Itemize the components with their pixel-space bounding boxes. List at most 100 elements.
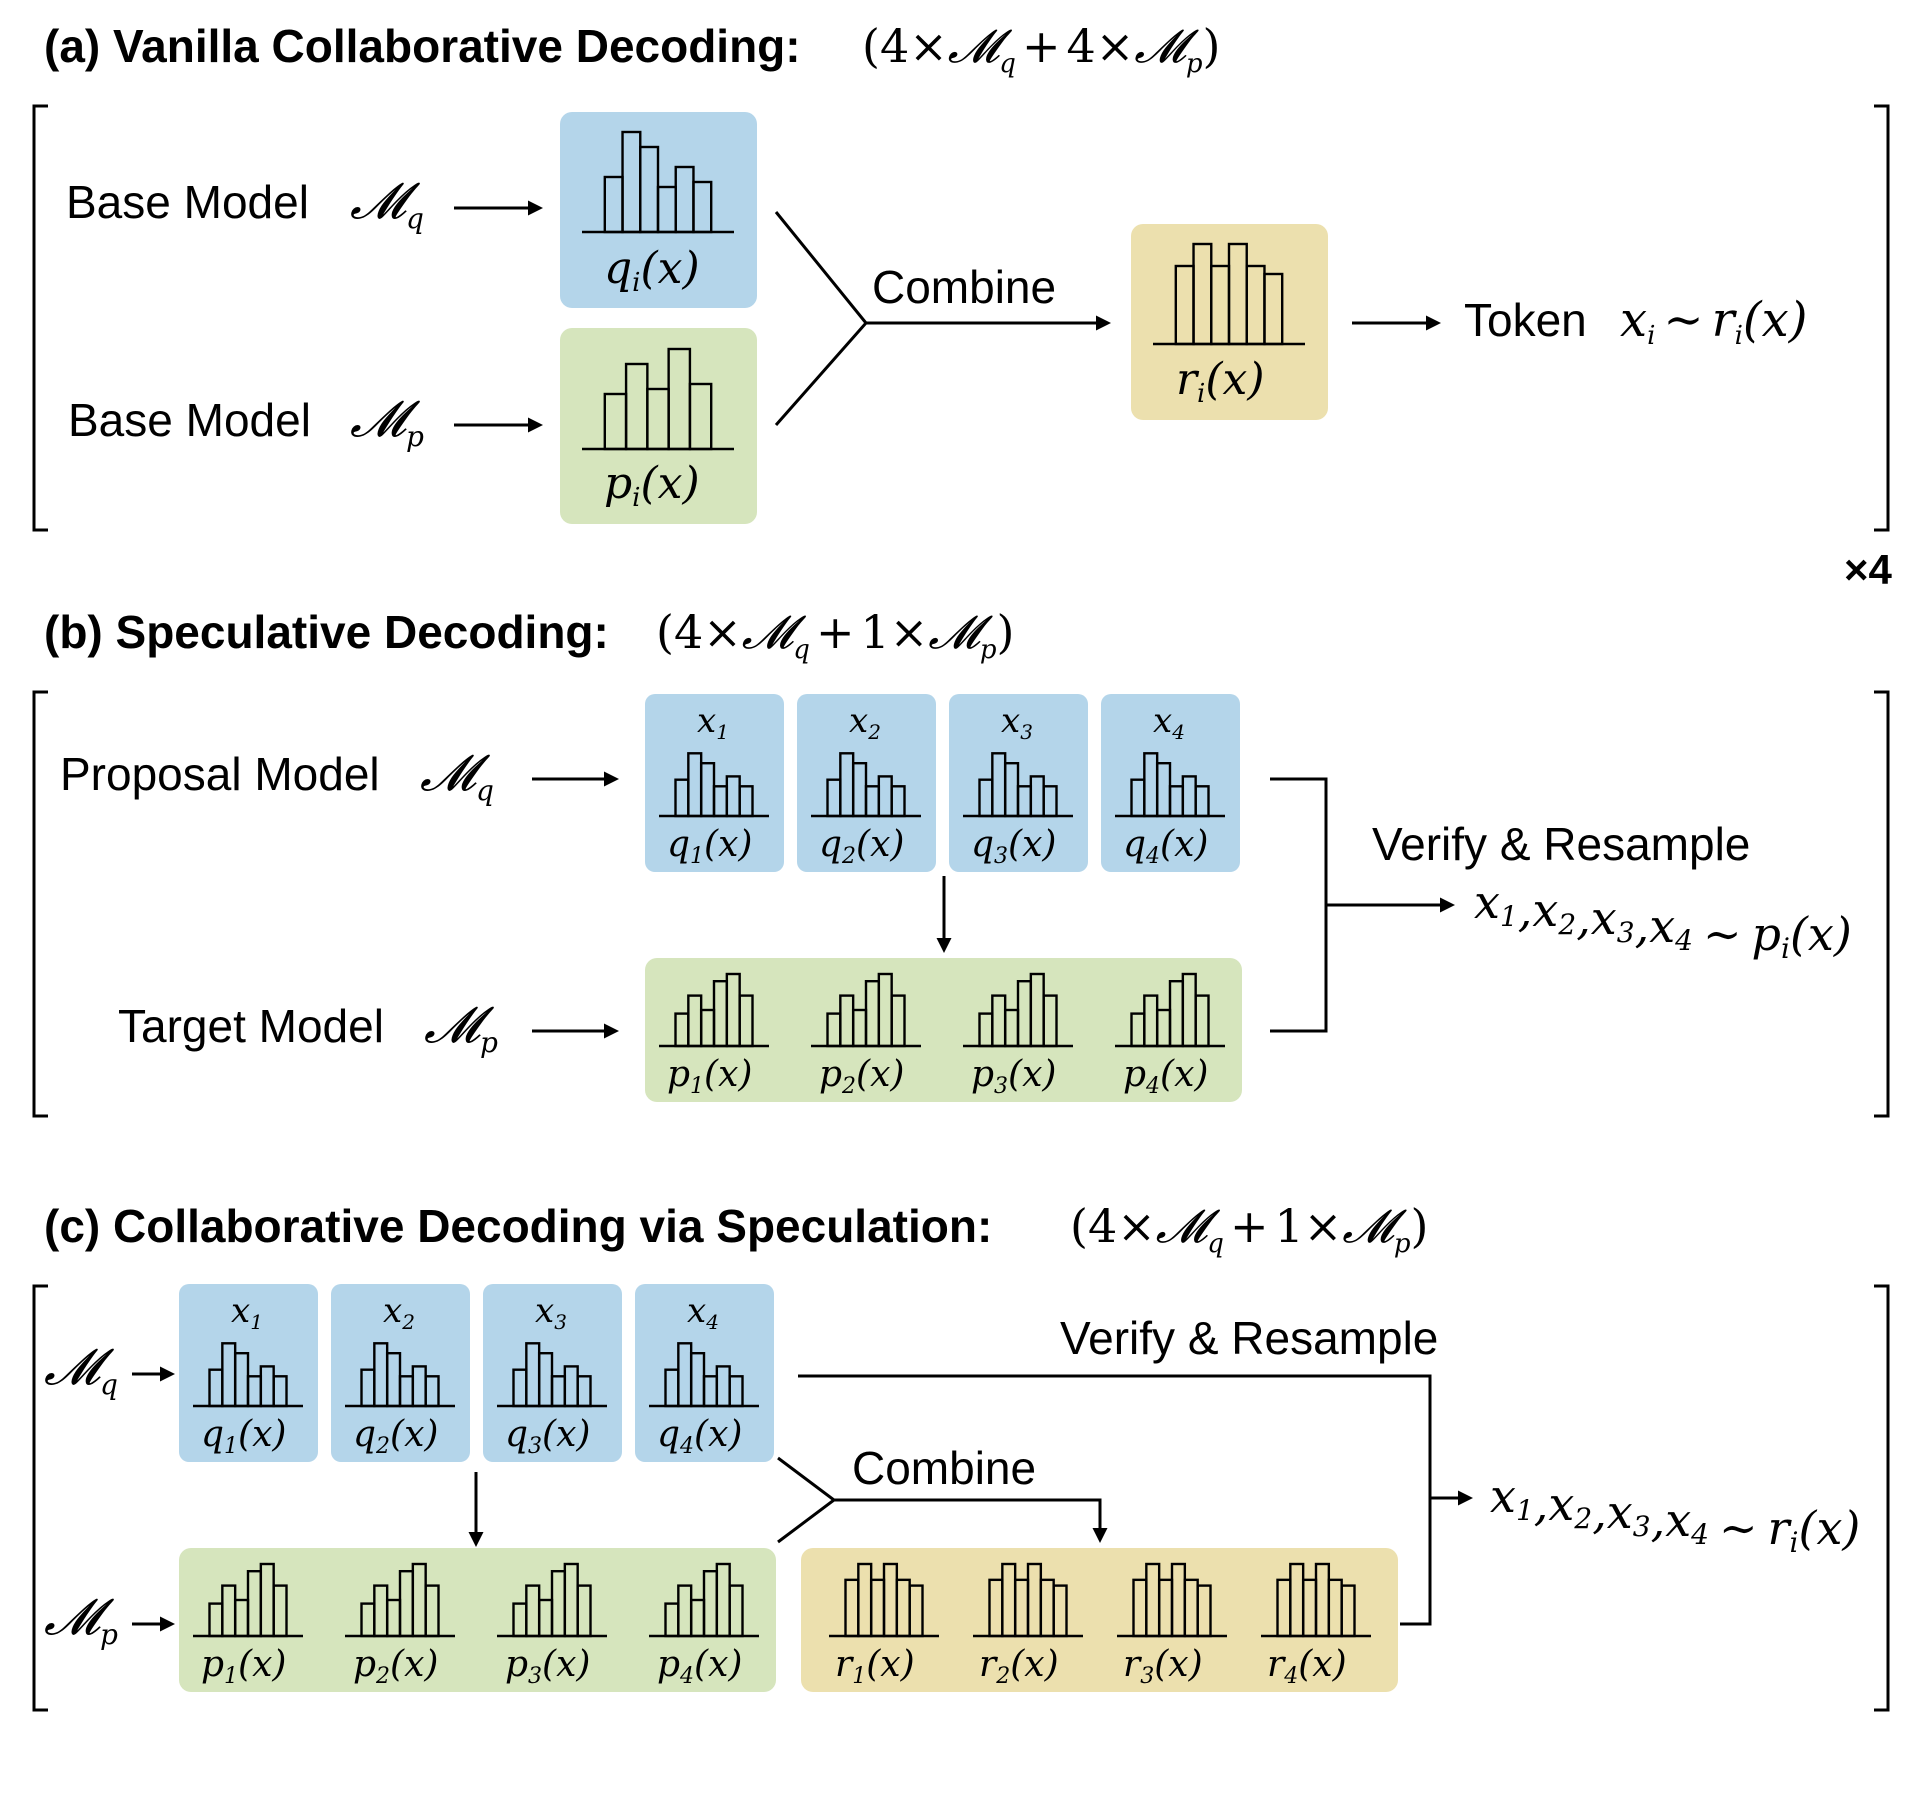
combined-dist-box-c: [801, 1548, 1398, 1692]
verify-label-b: Verify & Resample: [1372, 818, 1750, 870]
base-model-q-label: Base Model: [66, 176, 309, 228]
token-label: x4: [687, 1291, 719, 1334]
verify-connector: [1270, 777, 1328, 1033]
model-p-symbol-c: 𝓜p: [44, 1588, 118, 1651]
dist-label-q: qi(x): [604, 243, 700, 298]
panel-c-left-bracket: [32, 1284, 48, 1712]
target-dist-box: [645, 958, 1242, 1102]
target-model-label: Target Model: [118, 1000, 384, 1052]
panel-c: (c) Collaborative Decoding via Speculati…: [32, 1199, 1890, 1712]
dist-label: p2(x): [353, 1644, 438, 1689]
histogram-icon: [811, 752, 921, 818]
dist-label: q1(x): [667, 824, 752, 869]
histogram-icon: [649, 1342, 759, 1408]
panel-c-right-bracket: [1874, 1284, 1890, 1712]
histogram-icon: [649, 1562, 759, 1638]
dist-label-p: pi(x): [604, 458, 700, 513]
histogram-icon: [963, 752, 1073, 818]
panel-a-formula: (4×𝓜q+4×𝓜p): [862, 19, 1220, 79]
dist-label: r3(x): [1123, 1644, 1203, 1689]
dist-label: q4(x): [657, 1414, 742, 1459]
token-expression: xi∼ri(x): [1620, 292, 1807, 351]
model-q-symbol-c: 𝓜q: [44, 1338, 118, 1401]
combine-merge-lines: [774, 211, 868, 426]
dist-label: p2(x): [819, 1054, 904, 1099]
panel-b-left-bracket: [32, 690, 48, 1118]
base-model-p-label: Base Model: [68, 394, 311, 446]
histogram-icon-r: [1153, 242, 1305, 346]
dist-label: q3(x): [505, 1414, 590, 1459]
dist-label: p4(x): [1123, 1054, 1208, 1099]
token-label: x1: [697, 701, 729, 744]
token-label: x3: [535, 1291, 567, 1334]
token-label: x2: [383, 1291, 415, 1334]
panel-c-formula: (4×𝓜q+1×𝓜p): [1070, 1199, 1428, 1259]
dist-label: q4(x): [1123, 824, 1208, 869]
panel-a-left-bracket: [32, 104, 48, 532]
repeat-count-label: ×4: [1844, 546, 1893, 593]
proposal-model-label: Proposal Model: [60, 748, 380, 800]
output-expression-c: x1,x2,x3,x4∼ri(x): [1490, 1469, 1860, 1559]
histogram-icon: [1117, 1562, 1227, 1638]
token-label: x2: [849, 701, 881, 744]
dist-label-r: ri(x): [1176, 354, 1265, 409]
histogram-icon: [1115, 752, 1225, 818]
panel-c-title: (c) Collaborative Decoding via Speculati…: [44, 1200, 992, 1252]
histogram-icon: [193, 1562, 303, 1638]
target-dist-row-c: p1(x) p2(x) p3(x) p4(x): [193, 1562, 759, 1689]
dist-label: p1(x): [667, 1054, 752, 1099]
panel-a-right-bracket: [1874, 104, 1890, 532]
histogram-icon: [659, 752, 769, 818]
token-label: x3: [1001, 701, 1033, 744]
combine-merge-lines-c: [777, 1456, 837, 1544]
histogram-icon: [659, 972, 769, 1048]
histogram-icon: [345, 1562, 455, 1638]
histogram-icon: [193, 1342, 303, 1408]
histogram-icon: [345, 1342, 455, 1408]
base-model-q-symbol: 𝓜q: [350, 172, 424, 235]
verify-label-c: Verify & Resample: [1060, 1312, 1438, 1364]
histogram-icon: [1115, 972, 1225, 1048]
token-label: Token: [1464, 294, 1587, 346]
histogram-icon: [829, 1562, 939, 1638]
panel-b-right-bracket: [1874, 690, 1890, 1118]
dist-label: r2(x): [979, 1644, 1059, 1689]
target-model-symbol: 𝓜p: [424, 996, 498, 1059]
dist-label: r4(x): [1267, 1644, 1347, 1689]
panel-b-title: (b) Speculative Decoding:: [44, 606, 609, 658]
histogram-icon-q: [582, 130, 734, 234]
dist-label: p3(x): [505, 1644, 590, 1689]
histogram-icon: [497, 1562, 607, 1638]
combine-arrow-c: [834, 1498, 1108, 1543]
dist-label: p1(x): [201, 1644, 286, 1689]
panel-b-formula: (4×𝓜q+1×𝓜p): [656, 605, 1014, 665]
histogram-icon: [1261, 1562, 1371, 1638]
panel-a-title: (a) Vanilla Collaborative Decoding:: [44, 20, 801, 72]
dist-label: q1(x): [201, 1414, 286, 1459]
histogram-icon: [963, 972, 1073, 1048]
dist-label: q3(x): [971, 824, 1056, 869]
target-dist-row: p1(x) p2(x) p3(x) p4(x): [659, 972, 1225, 1099]
verify-connector-c: [798, 1374, 1432, 1626]
token-label: x1: [231, 1291, 263, 1334]
combine-label-a: Combine: [872, 261, 1056, 313]
target-dist-box-c: [179, 1548, 776, 1692]
dist-label: p3(x): [971, 1054, 1056, 1099]
histogram-icon: [497, 1342, 607, 1408]
dist-label: q2(x): [353, 1414, 438, 1459]
proposal-model-symbol: 𝓜q: [420, 744, 494, 807]
dist-box-p: [560, 328, 757, 524]
token-label: x4: [1153, 701, 1185, 744]
dist-label: r1(x): [835, 1644, 915, 1689]
base-model-p-symbol: 𝓜p: [350, 390, 424, 453]
dist-label: p4(x): [657, 1644, 742, 1689]
panel-a: (a) Vanilla Collaborative Decoding: (4×𝓜…: [32, 19, 1893, 593]
combine-label-c: Combine: [852, 1442, 1036, 1494]
panel-b: (b) Speculative Decoding: (4×𝓜q+1×𝓜p) Pr…: [32, 605, 1890, 1118]
output-expression-b: x1,x2,x3,x4∼pi(x): [1474, 875, 1852, 965]
histogram-icon-p: [582, 347, 734, 451]
combined-dist-row-c: r1(x) r2(x) r3(x) r4(x): [829, 1562, 1371, 1689]
histogram-icon: [811, 972, 921, 1048]
